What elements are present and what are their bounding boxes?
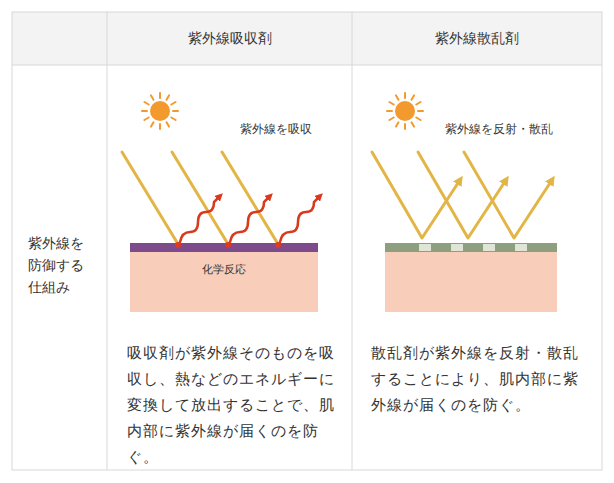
sun-icon [142, 93, 178, 129]
figure-label: 化学反応 [202, 262, 246, 278]
scatter-layer [385, 243, 557, 252]
sun-ray [404, 124, 406, 129]
uv-ray [372, 152, 552, 238]
skin-layer [385, 252, 557, 312]
sun-ray [142, 110, 147, 112]
sun-ray [173, 110, 178, 112]
sun-ray [144, 118, 148, 121]
table-rule [12, 65, 602, 66]
figure-label: 紫外線を吸収 [240, 121, 312, 138]
sun-icon [387, 93, 423, 129]
header-row [12, 12, 602, 65]
column-header: 紫外線吸収剤 [107, 28, 352, 48]
sun-ray [387, 110, 392, 112]
sun-ray [151, 95, 154, 99]
heat-arrow [180, 196, 320, 242]
sun-ray [171, 118, 175, 121]
absorber-layer [130, 243, 318, 252]
sun-ray [159, 124, 161, 129]
sun-ray [412, 122, 415, 126]
sun-ray [412, 95, 415, 99]
sun-ray [396, 122, 399, 126]
sun-ray [389, 118, 393, 121]
row-header: 紫外線を防御する仕組み [28, 232, 88, 298]
table-cell: 散乱剤が紫外線を反射・散乱することにより、肌内部に紫外線が届くのを防ぐ。 [371, 340, 589, 418]
sun-ray [389, 102, 393, 105]
uv-ray [122, 152, 278, 244]
sun-ray [167, 95, 170, 99]
sun-ray [151, 122, 154, 126]
sun-ray [167, 122, 170, 126]
scatter-particle [419, 244, 527, 251]
table-rule [107, 12, 108, 470]
sun-ray [416, 118, 420, 121]
table-cell: 吸収剤が紫外線そのものを吸収し、熱などのエネルギーに変換して放出することで、肌内… [127, 340, 342, 470]
figure-label: 紫外線を反射・散乱 [445, 121, 553, 138]
sun-ray [418, 110, 423, 112]
sun-ray [404, 93, 406, 98]
sun-ray [159, 93, 161, 98]
sun-ray [144, 102, 148, 105]
sun-ray [416, 102, 420, 105]
table-frame [12, 12, 602, 470]
table-rule [352, 12, 353, 470]
skin-layer [130, 252, 318, 312]
reaction-dot [175, 242, 281, 248]
sun-ray [171, 102, 175, 105]
column-header: 紫外線散乱剤 [352, 28, 602, 48]
sun-ray [396, 95, 399, 99]
